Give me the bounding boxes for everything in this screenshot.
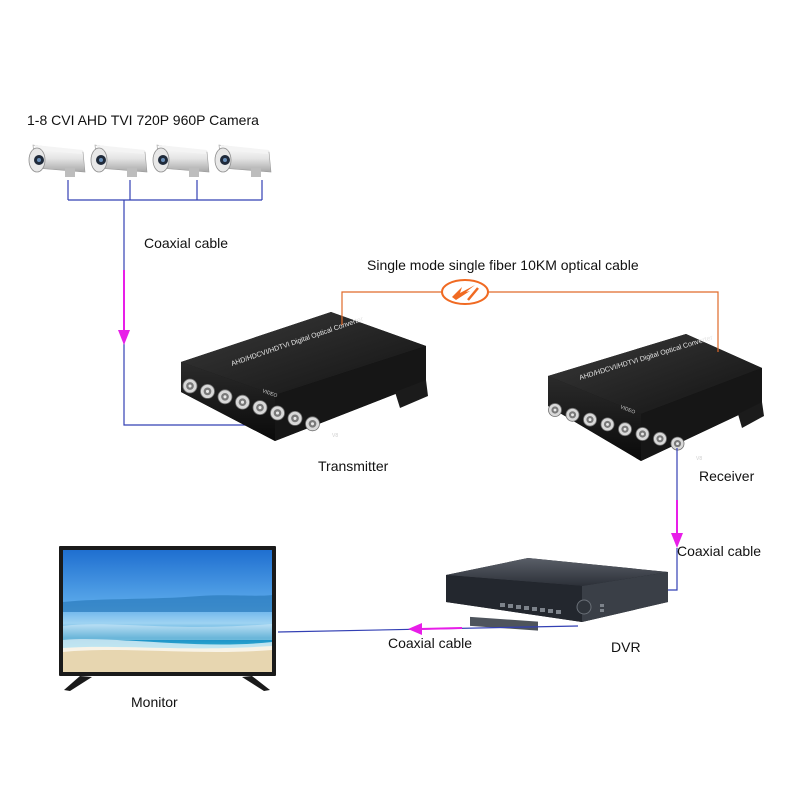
camera-title-label: 1-8 CVI AHD TVI 720P 960P Camera xyxy=(27,112,259,128)
transmitter-label: Transmitter xyxy=(318,458,389,474)
bnc-port-icon xyxy=(583,412,597,427)
coaxial-cable-label-top: Coaxial cable xyxy=(144,235,229,251)
bnc-port-icon xyxy=(618,422,632,437)
receiver-to-dvr-cable xyxy=(660,448,683,591)
receiver-v8-print: V8 xyxy=(696,456,702,462)
optical-fiber-link xyxy=(341,279,719,352)
bnc-port-icon xyxy=(653,431,667,446)
camera-group xyxy=(28,144,272,177)
monitor-label: Monitor xyxy=(131,694,178,710)
dvr-label: DVR xyxy=(611,639,641,655)
bnc-port-icon xyxy=(270,405,285,421)
transmitter-v8-print: V8 xyxy=(332,433,338,439)
bnc-port-icon xyxy=(287,410,303,426)
transmitter-device: AHD/HDCVI/HDTVI Digital Optical Converte… xyxy=(181,312,428,441)
bnc-port-icon xyxy=(200,383,215,399)
bullet-camera-icon xyxy=(28,144,86,177)
receiver-video-print: VIDEO xyxy=(619,404,636,415)
bnc-port-icon xyxy=(548,403,562,417)
optical-cable-label: Single mode single fiber 10KM optical ca… xyxy=(367,257,639,273)
bnc-port-icon xyxy=(635,427,650,441)
bnc-port-icon xyxy=(565,407,580,422)
monitor-device xyxy=(59,546,276,691)
bnc-port-icon xyxy=(182,378,198,394)
receiver-bnc-ports xyxy=(548,403,685,451)
coaxial-cable-label-right: Coaxial cable xyxy=(677,543,762,559)
receiver-label: Receiver xyxy=(699,468,755,484)
receiver-device: AHD/HDCVI/HDTVI Digital Optical Converte… xyxy=(548,334,764,462)
bnc-port-icon xyxy=(600,417,615,432)
coaxial-cable-label-bottom: Coaxial cable xyxy=(388,635,473,651)
bnc-port-icon xyxy=(305,416,320,432)
dvr-to-monitor-cable xyxy=(277,623,579,635)
coax-arrow-down-left xyxy=(118,270,130,345)
bnc-port-icon xyxy=(252,400,268,416)
transmitter-video-print: VIDEO xyxy=(261,388,278,399)
bullet-camera-icon xyxy=(152,144,210,177)
dvr-device xyxy=(446,558,668,631)
transmitter-bnc-ports xyxy=(182,378,320,432)
bullet-camera-icon xyxy=(214,144,272,177)
bnc-port-icon xyxy=(217,389,233,405)
bullet-camera-icon xyxy=(90,144,148,177)
bnc-port-icon xyxy=(235,394,250,410)
